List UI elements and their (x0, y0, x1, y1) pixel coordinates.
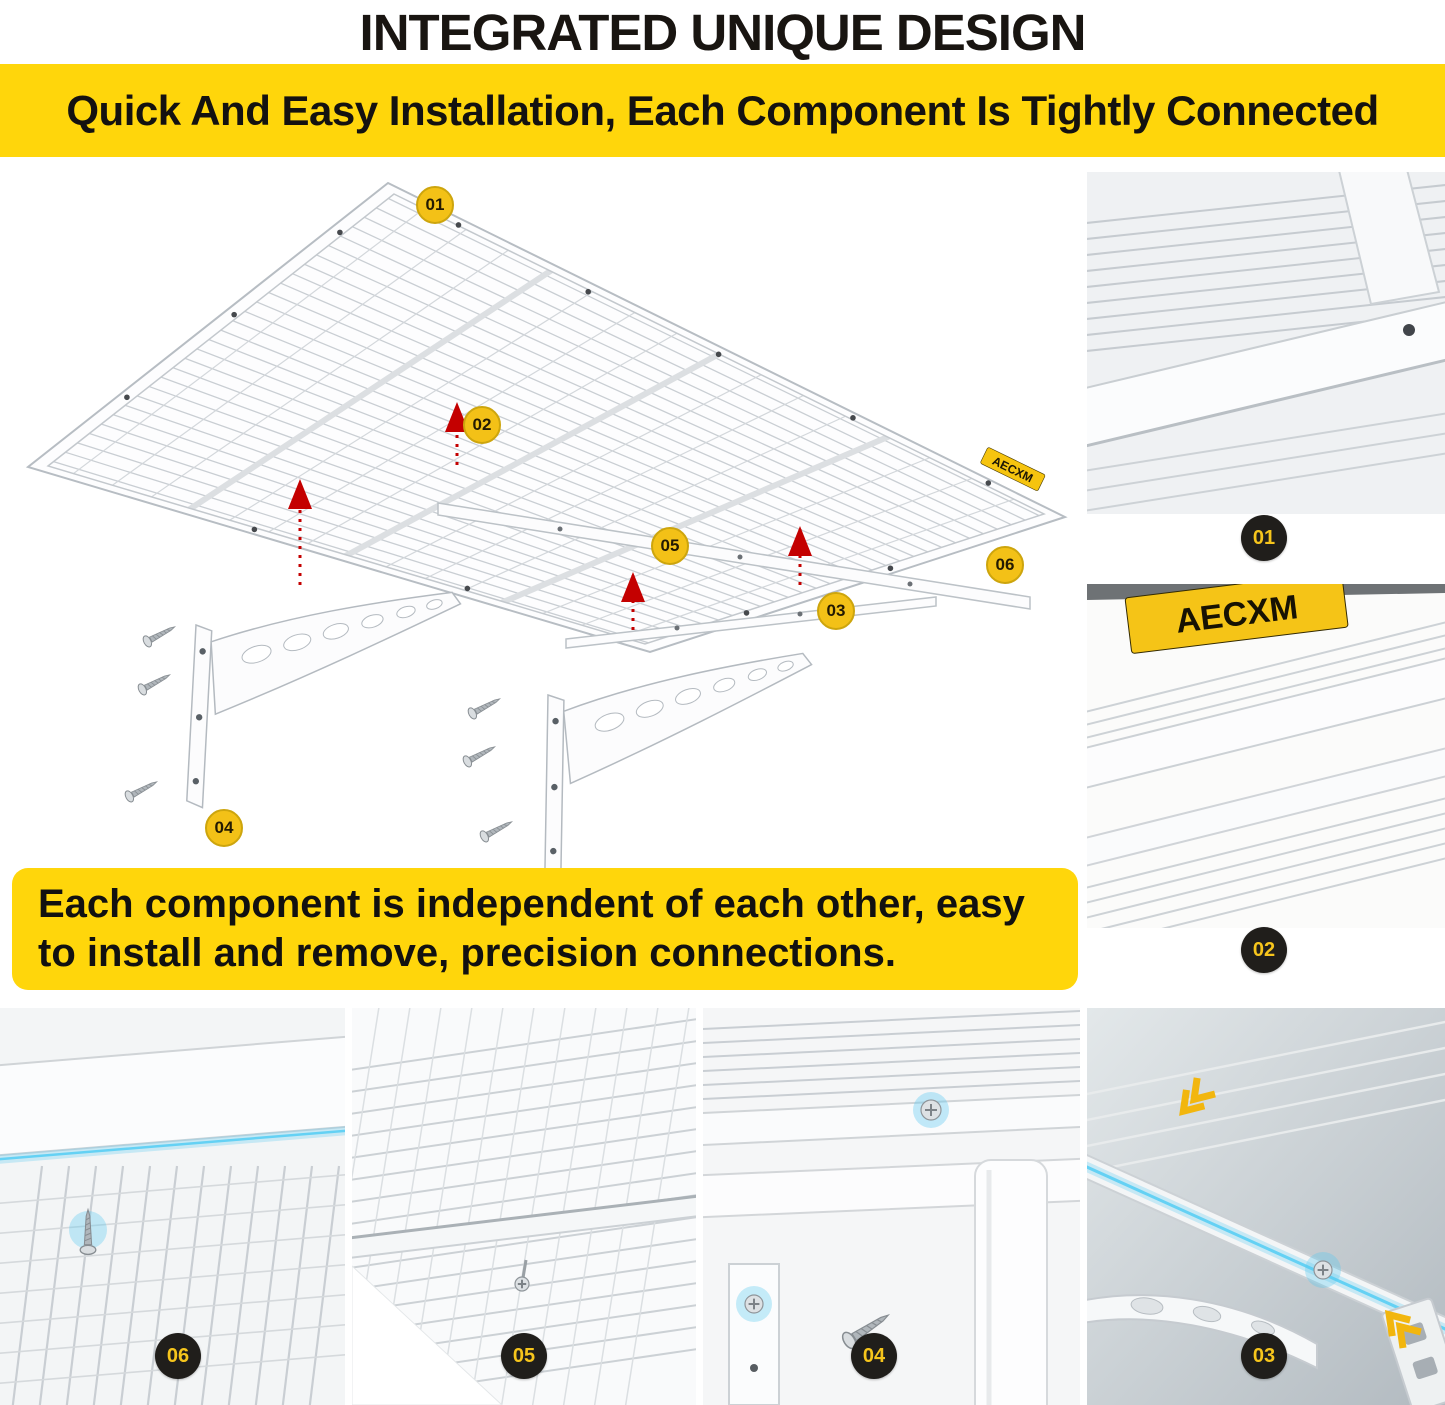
support-rail-a (437, 502, 1031, 610)
mounting-screw-icon (467, 698, 502, 720)
corner-post (1338, 172, 1441, 306)
bolt-group (514, 1259, 530, 1292)
screw-group (913, 1092, 949, 1128)
frame-beam (0, 1035, 345, 1157)
support-wedge (352, 1265, 503, 1405)
photo-badge-01: 01 (1241, 515, 1287, 561)
screw-group (69, 1207, 107, 1256)
frame-hole (1403, 324, 1415, 336)
subtitle-banner: Quick And Easy Installation, Each Compon… (0, 64, 1445, 157)
photo-badge-04: 04 (851, 1333, 897, 1379)
assembly-arrows (288, 402, 812, 630)
wires (1087, 621, 1445, 739)
detail-photo-01 (1087, 172, 1445, 514)
mounting-screw-icon (462, 746, 497, 768)
wires (703, 1009, 1080, 1101)
photo-badge-06: 06 (155, 1333, 201, 1379)
photo-03-drawing (1087, 1008, 1445, 1405)
photo-02-drawing: AECXM (1087, 584, 1445, 928)
page-title: INTEGRATED UNIQUE DESIGN (359, 3, 1087, 61)
mounting-screw-icon (479, 821, 514, 843)
exploded-diagram: AECXM (0, 157, 1080, 883)
mounting-screw-icon (142, 626, 177, 648)
mounting-screw-icon (841, 1313, 891, 1350)
frame-beam (1087, 657, 1445, 789)
brand-tag-text: AECXM (990, 454, 1035, 486)
callout-04: 04 (205, 809, 243, 847)
detail-photo-02: AECXM (1087, 584, 1445, 928)
frame-screw-holes (124, 222, 992, 616)
subtitle-banner-text: Quick And Easy Installation, Each Compon… (66, 86, 1379, 134)
mounting-screws (124, 626, 514, 843)
title-row: INTEGRATED UNIQUE DESIGN (0, 0, 1445, 64)
support-bar (1087, 747, 1445, 867)
wall-bracket-right (544, 648, 813, 883)
wires (1087, 412, 1445, 512)
double-chevron-arrow-icon (1384, 1310, 1422, 1349)
wires (1087, 1020, 1445, 1174)
mounting-screw-icon (79, 1207, 97, 1256)
callout-02: 02 (463, 406, 501, 444)
photo-01-drawing (1087, 172, 1445, 514)
bolt-group (1305, 1252, 1341, 1288)
detail-photo-04 (703, 1008, 1080, 1405)
exploded-diagram-drawing: AECXM (25, 181, 1068, 883)
callout-03: 03 (817, 592, 855, 630)
callout-06: 06 (986, 546, 1024, 584)
note-box: Each component is independent of each ot… (12, 868, 1078, 990)
wires (1087, 797, 1445, 928)
callout-01: 01 (416, 186, 454, 224)
brand-tag: AECXM (1124, 584, 1349, 654)
photo-badge-03: 03 (1241, 1333, 1287, 1379)
frame-beam (1087, 301, 1445, 447)
bracket-plate (728, 1263, 780, 1405)
callout-05: 05 (651, 527, 689, 565)
wall-bracket-left (185, 578, 462, 822)
double-chevron-arrow-icon (1179, 1077, 1216, 1116)
wire-rail (703, 1093, 1080, 1147)
photo-badge-05: 05 (501, 1333, 547, 1379)
photo-04-drawing (703, 1008, 1080, 1405)
mounting-screw-icon (124, 781, 159, 803)
support-pole (974, 1159, 1048, 1405)
note-text: Each component is independent of each ot… (38, 882, 1025, 975)
photo-badge-02: 02 (1241, 927, 1287, 973)
screw-group (736, 1286, 891, 1372)
mounting-screw-icon (137, 674, 172, 696)
